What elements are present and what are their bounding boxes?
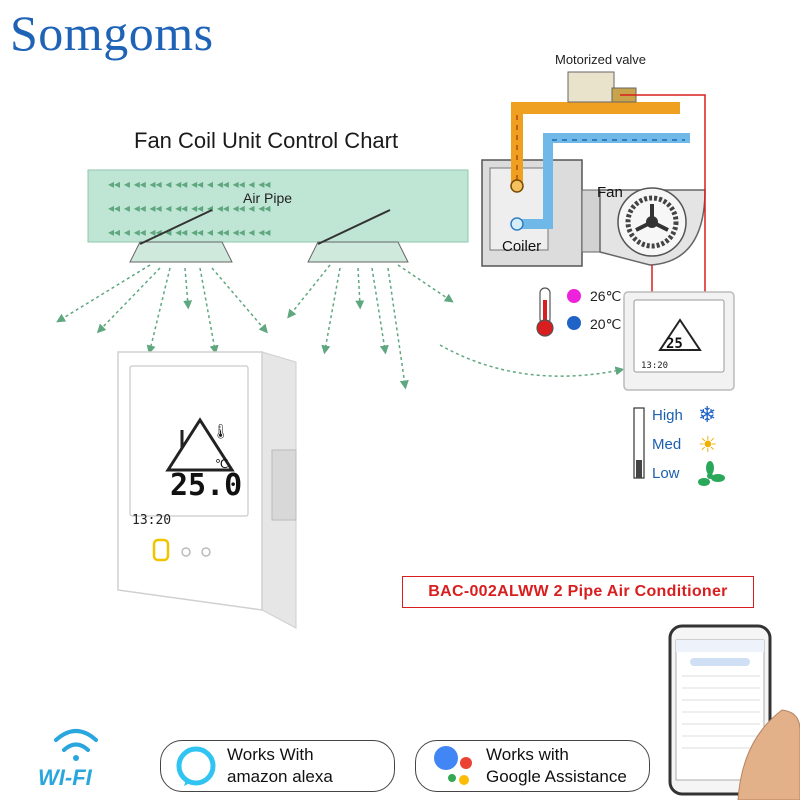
model-banner: BAC-002ALWW 2 Pipe Air Conditioner xyxy=(402,576,754,608)
diffuser-left xyxy=(129,209,233,263)
sun-icon: ☀ xyxy=(698,433,718,458)
fan-leaf-icon xyxy=(698,461,725,486)
svg-text:◂◂ ◂ ◂◂ ◂◂ ◂ ◂◂ ◂◂ ◂ ◂◂ ◂◂ ◂ ◂: ◂◂ ◂ ◂◂ ◂◂ ◂ ◂◂ ◂◂ ◂ ◂◂ ◂◂ ◂ ◂◂ xyxy=(108,201,270,215)
alexa-badge: Works With amazon alexa xyxy=(160,740,395,792)
svg-text:13:20: 13:20 xyxy=(132,513,171,528)
motorized-valve xyxy=(567,71,637,103)
alexa-badge-line2: amazon alexa xyxy=(227,767,333,786)
fan-speed-low: Low xyxy=(652,465,680,482)
small-thermostat: 25 13:20 xyxy=(623,291,735,391)
svg-text:25: 25 xyxy=(666,336,683,352)
brand-logo: Somgoms xyxy=(10,5,214,61)
diffuser-right xyxy=(307,209,409,263)
hot-pipe xyxy=(510,102,680,193)
svg-text:◂◂ ◂ ◂◂ ◂◂ ◂ ◂◂ ◂◂ ◂ ◂◂ ◂◂ ◂ ◂: ◂◂ ◂ ◂◂ ◂◂ ◂ ◂◂ ◂◂ ◂ ◂◂ ◂◂ ◂ ◂◂ xyxy=(108,177,270,191)
fan-speed-slider xyxy=(633,407,645,479)
fan-speed-high: High xyxy=(652,407,683,424)
svg-text:◂◂ ◂ ◂◂ ◂◂ ◂ ◂◂ ◂◂ ◂ ◂◂ ◂◂ ◂ ◂: ◂◂ ◂ ◂◂ ◂◂ ◂ ◂◂ ◂◂ ◂ ◂◂ ◂◂ ◂ ◂◂ xyxy=(108,225,270,239)
wifi-icon xyxy=(54,729,98,761)
alexa-icon xyxy=(176,746,216,786)
wifi-label: WI-FI xyxy=(38,765,92,790)
fan-label: Fan xyxy=(597,184,623,201)
svg-text:℃: ℃ xyxy=(215,457,228,471)
coiler-label: Coiler xyxy=(502,238,542,255)
duct-flow-arrows: ◂◂ ◂ ◂◂ ◂◂ ◂ ◂◂ ◂◂ ◂ ◂◂ ◂◂ ◂ ◂◂ ◂◂ ◂ ◂◂ … xyxy=(108,177,270,239)
google-badge-line1: Works with xyxy=(486,745,569,764)
cold-dot xyxy=(567,316,581,330)
model-text: BAC-002ALWW 2 Pipe Air Conditioner xyxy=(428,583,728,600)
outflow-arrows xyxy=(56,264,625,390)
svg-text:🌡: 🌡 xyxy=(212,424,230,440)
motorized-valve-label: Motorized valve xyxy=(555,52,647,67)
fan-speed-med: Med xyxy=(652,436,682,453)
air-pipe-label: Air Pipe xyxy=(243,190,293,206)
svg-text:25.0: 25.0 xyxy=(170,468,242,503)
cold-temperature: 20℃ xyxy=(590,316,622,332)
cold-pipe xyxy=(510,133,690,231)
google-badge-line2: Google Assistance xyxy=(486,767,627,786)
hot-dot xyxy=(567,289,581,303)
svg-text:13:20: 13:20 xyxy=(641,361,668,371)
air-duct xyxy=(87,169,469,243)
google-assistant-icon xyxy=(434,746,472,785)
thermometer-icon xyxy=(536,287,554,337)
alexa-badge-line1: Works With xyxy=(227,745,314,764)
google-badge: Works with Google Assistance xyxy=(415,740,650,792)
hot-temperature: 26℃ xyxy=(590,288,622,304)
snowflake-icon: ❄ xyxy=(698,403,716,428)
chart-title: Fan Coil Unit Control Chart xyxy=(134,128,399,153)
large-thermostat: 25.0 ℃ 13:20 🌡 xyxy=(117,351,297,629)
fan-housing xyxy=(581,187,706,266)
smartphone xyxy=(668,624,800,800)
